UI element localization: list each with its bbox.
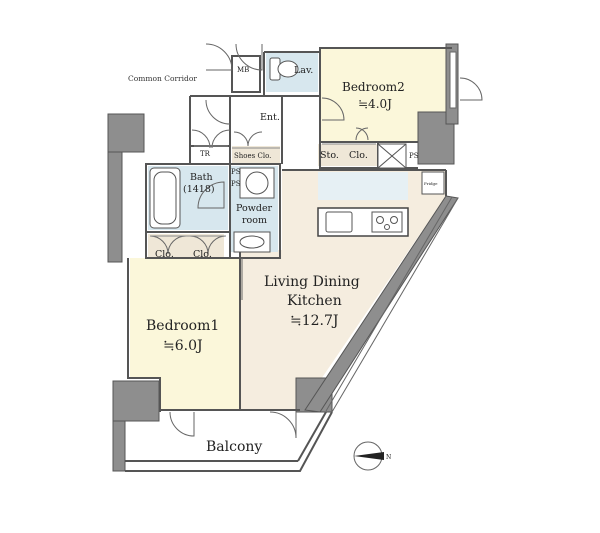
svg-text:N: N (386, 454, 391, 461)
sto-label: Sto. (320, 150, 339, 161)
common-corridor-label: Common Corridor (128, 74, 197, 83)
tr-label: TR (200, 150, 211, 158)
bath-size: (1418) (183, 184, 215, 195)
clo-b2-label: Clo. (349, 150, 368, 161)
sto-floor (318, 144, 378, 166)
bedroom2-floor (320, 48, 452, 142)
window-facade-inner (325, 196, 453, 412)
shoes-clo-label: Shoes Clo. (234, 152, 271, 160)
washing-machine-icon (239, 167, 275, 199)
bedroom2-label: Bedroom2 (342, 80, 405, 94)
kitchen-sink-icon (325, 211, 353, 233)
ps-left1-label: PS (231, 168, 241, 176)
north-arrow-icon: N (353, 441, 391, 471)
stove-icon (371, 211, 403, 233)
wall-lines (125, 47, 452, 472)
bathtub-icon (149, 167, 181, 229)
shelf-lines (150, 143, 376, 237)
ps-right-label: PS (409, 152, 419, 160)
bedroom2-size: ≒4.0J (358, 97, 392, 111)
bedroom2-window (449, 51, 457, 109)
ent-label: Ent. (260, 112, 280, 123)
shaft-box (377, 143, 407, 169)
lav-label: Lav. (294, 65, 313, 76)
kitchen-band (318, 172, 408, 200)
clo-b1-b-label: Clo. (193, 249, 212, 260)
ps-left2-label: PS (231, 180, 241, 188)
washbasin-icon (233, 231, 271, 253)
toilet-icon (269, 57, 299, 81)
window-facade (331, 197, 459, 413)
balcony-label: Balcony (206, 439, 262, 455)
fridge-box (421, 171, 445, 195)
powder-label-1: Powder (236, 203, 273, 214)
bedroom1-size: ≒6.0J (163, 338, 203, 354)
fridge-label: Fridge (424, 181, 438, 186)
mb-label: MB (237, 66, 249, 74)
powder-label-2: room (242, 215, 267, 226)
bedroom1-label: Bedroom1 (146, 318, 219, 334)
ldk-label-2: Kitchen (287, 293, 342, 309)
shoes-clo-floor (232, 146, 280, 164)
bath-label: Bath (190, 172, 213, 183)
ldk-label-1: Living Dining (264, 274, 360, 290)
bedroom1-floor (130, 258, 240, 410)
clo-b1-a-label: Clo. (155, 249, 174, 260)
ldk-size: ≒12.7J (290, 313, 339, 329)
clo-strip-b1 (148, 234, 224, 258)
